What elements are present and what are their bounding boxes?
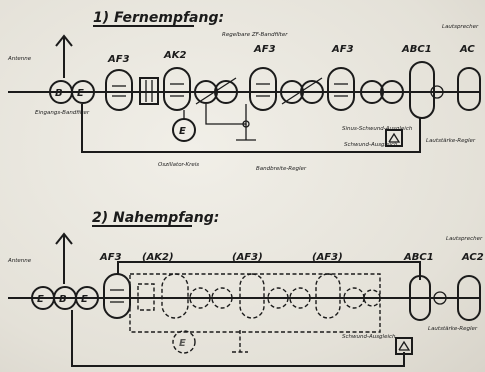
section1-avc-label: Schwund-Ausgleich	[344, 142, 398, 148]
section1-tube3-label: AF3	[253, 44, 276, 55]
section1-antenna	[55, 34, 73, 78]
section1-avc-box	[385, 129, 403, 147]
section1-tube6-label: AC	[459, 44, 475, 55]
section2-antenna-label: Antenne	[7, 258, 32, 264]
section2-avc-label: Schwund-Ausgleich	[342, 334, 396, 340]
section2-tube3-label: (AF3)	[232, 252, 263, 263]
section1-antenna-label: Antenne	[7, 56, 32, 62]
section2-tube1	[103, 273, 131, 319]
section2-volume-label: Lautstärke-Regler	[428, 326, 478, 332]
section2-tube1-label: AF3	[99, 252, 122, 263]
section1-oscillator: E	[172, 110, 196, 142]
section1-if-filter4	[360, 80, 404, 104]
section2-agc-loop	[71, 310, 405, 367]
section2-speaker-label: Lautsprecher	[446, 236, 483, 242]
section1-if-filter3	[280, 77, 324, 105]
section1-input-filter-label: Eingangs-Bandfilter	[35, 110, 90, 116]
section2-tube6	[457, 275, 481, 321]
section2-avc-box	[395, 337, 413, 355]
section1-tube6	[457, 67, 481, 111]
section2-bandwidth-knob	[232, 330, 248, 353]
section1-if-filter-note: Regelbare ZF-Bandfilter	[222, 32, 288, 38]
section1-tube4-label: AF3	[331, 44, 354, 55]
section1-tube4	[327, 67, 355, 111]
section1-bandwidth-knob	[236, 120, 256, 141]
section2-tube2-label: (AK2)	[142, 252, 174, 263]
section1-bandwidth-label: Bandbreite-Regler	[256, 166, 307, 172]
section2-tube4-label: (AF3)	[312, 252, 343, 263]
section2-input-filter: E B E	[31, 286, 99, 310]
section2-title: 2) Nahempfang:	[92, 210, 219, 226]
section1-oscillator-label: Oszillator-Kreis	[158, 162, 199, 168]
section1-input-filter: B E	[49, 80, 95, 104]
section1-agc-loop	[81, 104, 421, 153]
section1-title: 1) Fernempfang:	[93, 10, 224, 26]
section1-tube3	[249, 67, 277, 111]
section1-tube1	[105, 69, 133, 111]
section2-tube2	[137, 273, 233, 319]
section2-top-link	[117, 261, 421, 280]
section2-tube5-label: ABC1	[403, 252, 434, 263]
section2-tube4	[315, 273, 381, 319]
svg-text:B: B	[55, 88, 63, 99]
section1-tube2	[163, 67, 191, 111]
section1-tube5	[409, 61, 444, 119]
section2-tube3	[239, 273, 311, 319]
svg-text:E: E	[37, 294, 44, 305]
svg-text:B: B	[59, 294, 67, 305]
section2-tube5	[409, 275, 447, 321]
svg-text:E: E	[81, 294, 88, 305]
svg-text:E: E	[77, 88, 84, 99]
section2-bypassed-region	[129, 273, 381, 333]
svg-text:E: E	[179, 126, 186, 137]
section1-if-filter1	[139, 77, 159, 105]
section1-tube5-label: ABC1	[401, 44, 432, 55]
section1-tube1-label: AF3	[107, 54, 130, 65]
section2-oscillator: E	[172, 330, 196, 354]
section1-bw-link	[205, 104, 247, 125]
section1-tone-label: Sinus-Schwund-Ausgleich	[342, 126, 413, 132]
section1-volume-label: Lautstärke-Regler	[426, 138, 476, 144]
section1-speaker-label: Lautsprecher	[442, 24, 479, 30]
section2-tube6-label: AC2	[461, 252, 484, 263]
section1-tube2-label: AK2	[163, 50, 186, 61]
section2-antenna	[55, 232, 73, 284]
section1-if-filter2	[194, 77, 238, 105]
svg-text:E: E	[179, 338, 186, 349]
